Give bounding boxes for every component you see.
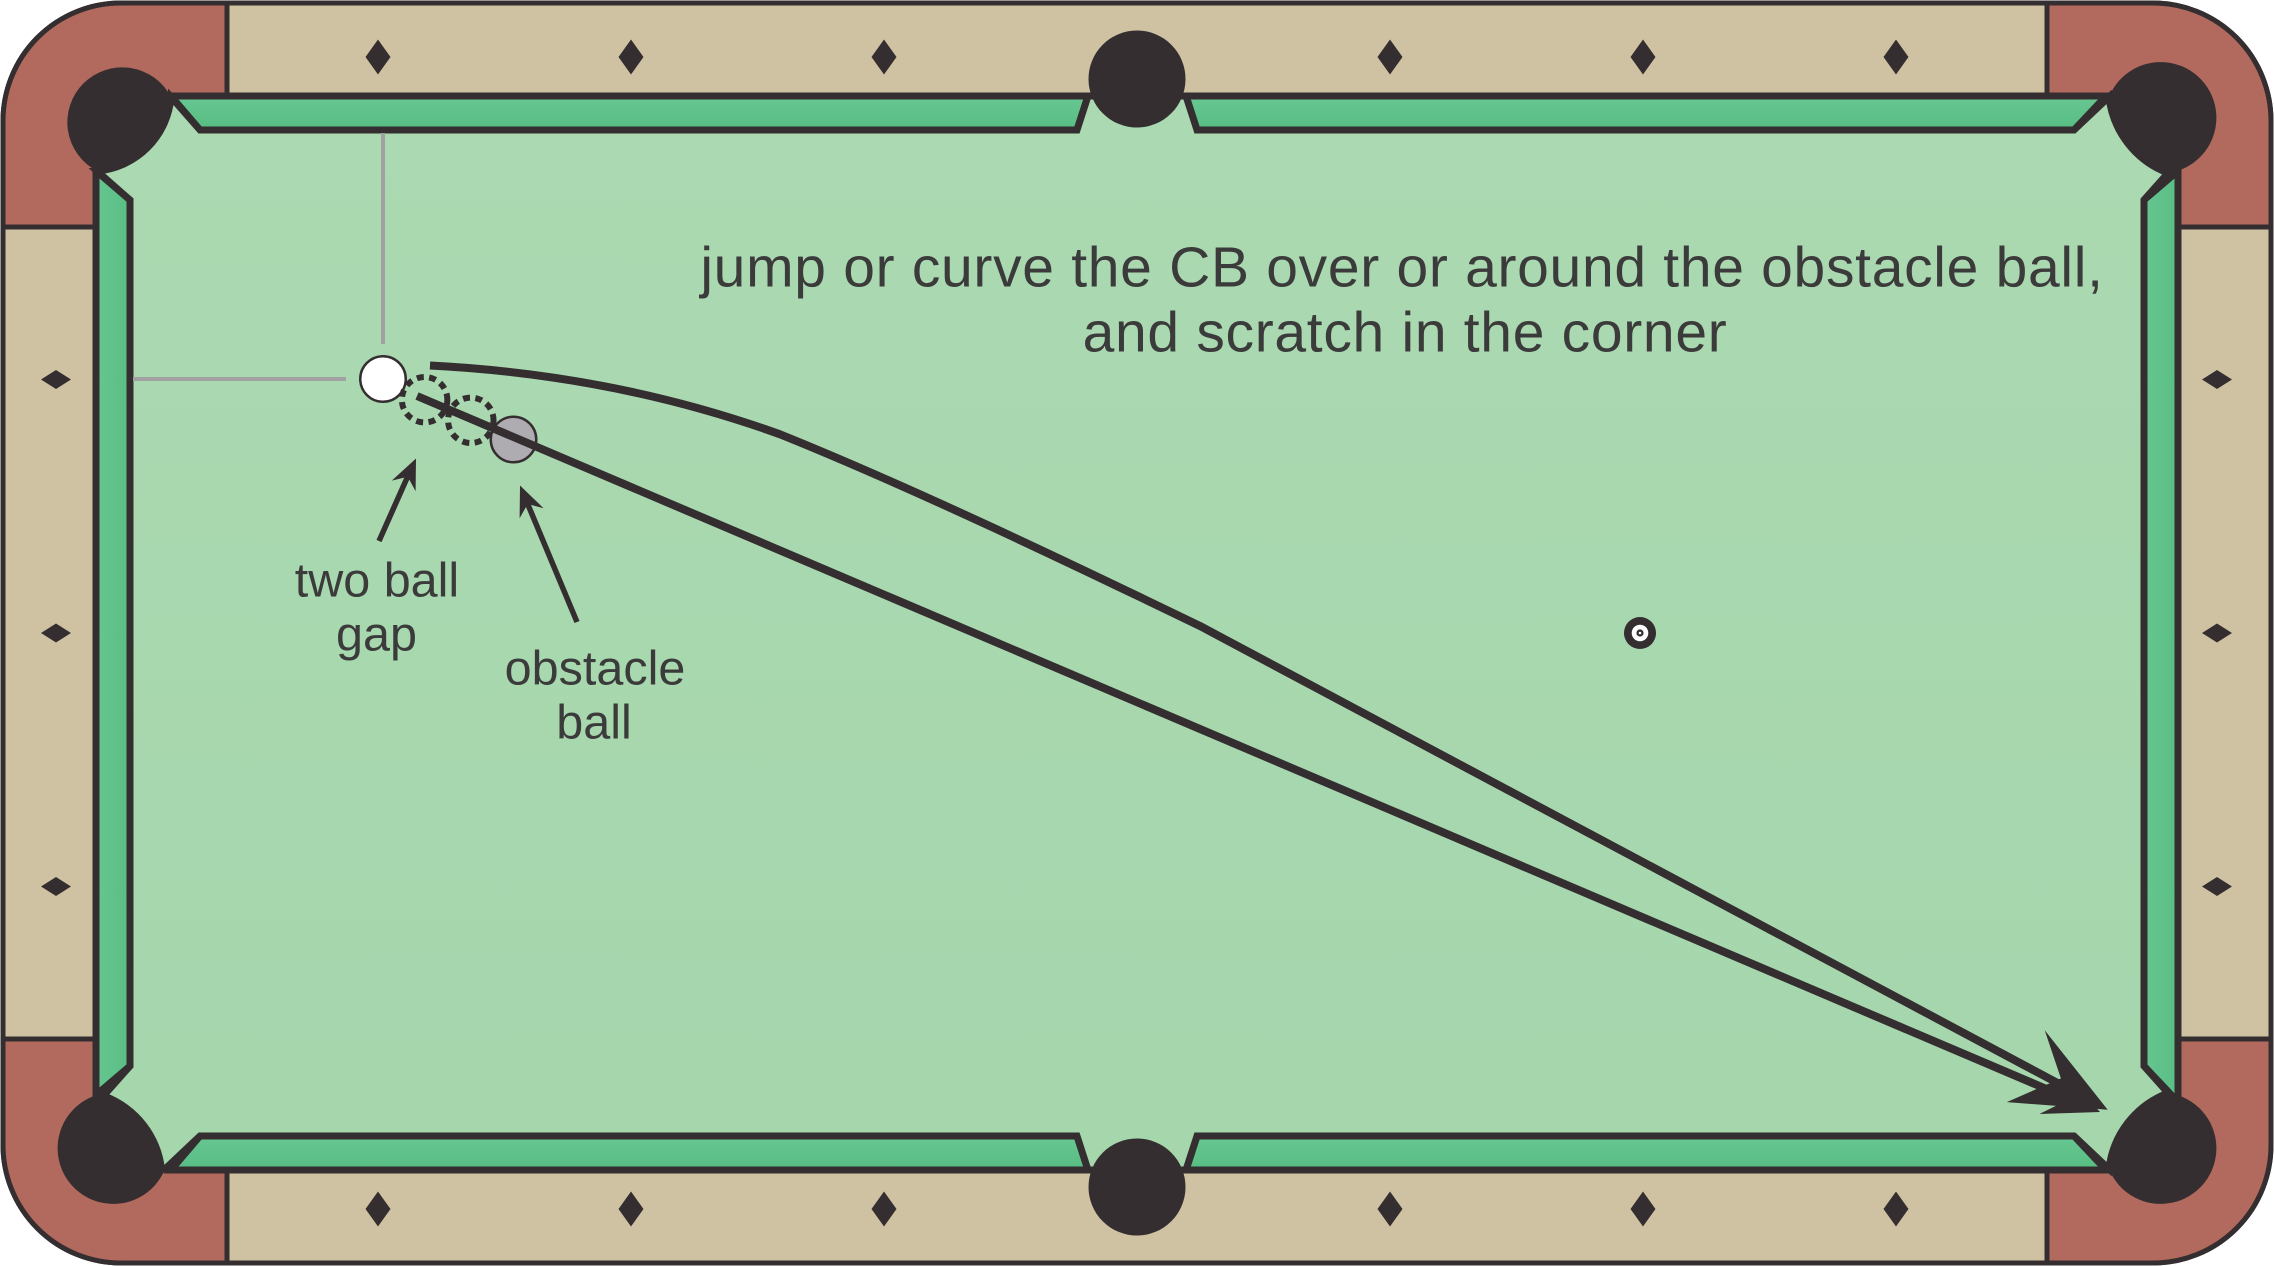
svg-text:obstacle: obstacle	[505, 642, 686, 696]
svg-text:jump or curve the CB over or a: jump or curve the CB over or around the …	[698, 236, 2103, 300]
svg-text:gap: gap	[336, 607, 417, 661]
svg-text:ball: ball	[556, 696, 632, 750]
svg-text:two ball: two ball	[295, 553, 459, 607]
svg-text:and scratch in the corner: and scratch in the corner	[1083, 301, 1728, 365]
